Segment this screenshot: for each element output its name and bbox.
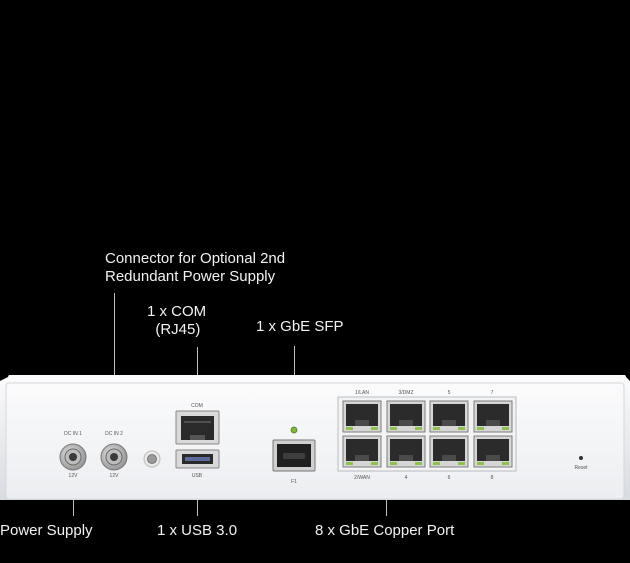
port-4 — [386, 435, 426, 468]
usb-port-label: USB — [192, 473, 203, 479]
port-label-4: 4 — [405, 475, 408, 481]
port-label-7: 7 — [491, 390, 494, 396]
port-3-dmz — [386, 400, 426, 433]
device-rear-panel: DC IN 1 DC IN 2 12V 12V COM USB F1 1/LAN… — [0, 375, 630, 500]
power-supply-callout: Power Supply — [0, 522, 93, 539]
port-label-2-wan: 2/WAN — [354, 475, 370, 481]
dc-in-1-voltage: 12V — [69, 473, 79, 479]
port-5 — [429, 400, 469, 433]
sfp-led-icon — [290, 426, 298, 434]
reset-label: Reset — [574, 465, 588, 471]
port-6 — [429, 435, 469, 468]
com-leader — [197, 347, 198, 395]
dc-in-2-label: DC IN 2 — [105, 431, 123, 437]
usb-port — [175, 449, 220, 469]
sfp-callout: 1 x GbE SFP — [256, 318, 344, 335]
ground-screw-icon — [143, 450, 161, 468]
port-label-1-lan: 1/LAN — [355, 390, 369, 396]
port-2-wan — [342, 435, 382, 468]
port-1-lan — [342, 400, 382, 433]
copper-callout: 8 x GbE Copper Port — [315, 522, 455, 539]
sfp-port — [272, 439, 316, 472]
com-port — [175, 410, 220, 445]
port-label-6: 6 — [448, 475, 451, 481]
sfp-port-label: F1 — [291, 479, 297, 485]
reset-pinhole-icon — [579, 456, 583, 460]
dc-in-2-voltage: 12V — [110, 473, 120, 479]
port-label-3-dmz: 3/DMZ — [399, 390, 414, 396]
dc-in-2-jack — [100, 443, 128, 471]
dc-in-1-jack — [59, 443, 87, 471]
redundant-power-leader — [114, 293, 115, 425]
com-port-label: COM — [191, 403, 203, 409]
redundant-power-callout: Connector for Optional 2nd Redundant Pow… — [105, 250, 286, 285]
port-label-8: 8 — [491, 475, 494, 481]
port-label-5: 5 — [448, 390, 451, 396]
dc-in-1-label: DC IN 1 — [64, 431, 82, 437]
com-callout: 1 x COM (RJ45) — [147, 303, 207, 338]
usb-callout: 1 x USB 3.0 — [157, 522, 238, 539]
port-7 — [473, 400, 513, 433]
port-8 — [473, 435, 513, 468]
